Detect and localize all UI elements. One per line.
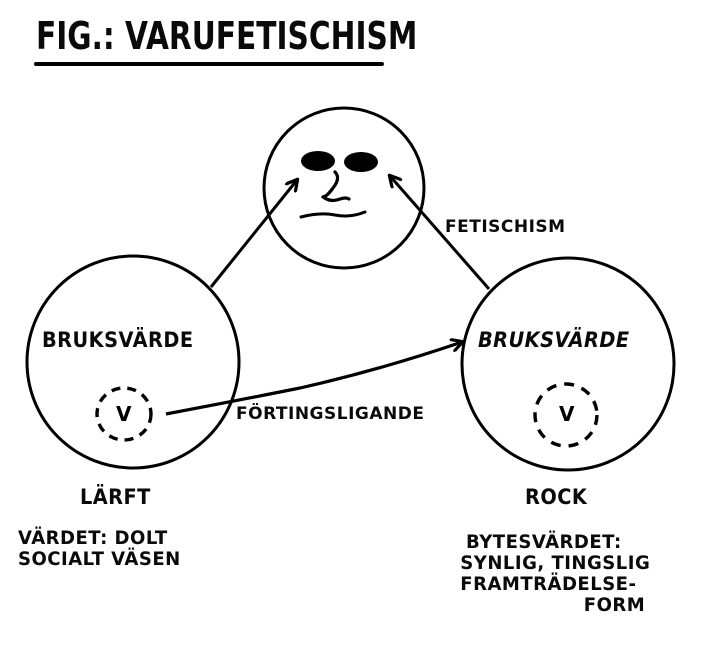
left-note-line: VÄRDET: DOLT (18, 527, 168, 549)
right-value-label: V (559, 402, 575, 426)
fortingsligande-label: FÖRTINGSLIGANDE (236, 404, 425, 424)
left-caption: LÄRFT (80, 485, 151, 509)
right-caption: ROCK (525, 485, 588, 509)
fetischism-label: FETISCHISM (445, 217, 566, 237)
left-value-label: V (116, 402, 132, 426)
left-node-label: BRUKSVÄRDE (42, 328, 194, 352)
right-note-line: SYNLIG, TINGSLIG (460, 552, 651, 574)
right-note-line: BYTESVÄRDET: (466, 531, 622, 553)
right-note: BYTESVÄRDET: SYNLIG, TINGSLIG FRAMTRÄDEL… (460, 531, 650, 616)
left-node (25, 254, 241, 470)
right-node (460, 256, 676, 472)
right-eye (344, 152, 378, 172)
right-circle (460, 256, 676, 472)
title-underline (34, 62, 384, 66)
figure-title: FIG.: VARUFETISCHISM (36, 14, 418, 58)
face-node (262, 106, 426, 270)
face-circle (262, 106, 426, 270)
left-value-circle (95, 386, 153, 442)
right-note-line: FORM (583, 594, 646, 616)
edge-right-to-face (390, 176, 491, 290)
right-node-label: BRUKSVÄRDE (478, 328, 630, 352)
mouth (299, 210, 367, 219)
left-eye (301, 151, 335, 171)
right-value-circle (533, 382, 599, 448)
left-note-line: SOCIALT VÄSEN (18, 548, 181, 570)
edge-left-v-to-right (165, 342, 462, 416)
left-note: VÄRDET: DOLT SOCIALT VÄSEN (18, 528, 181, 570)
face-icon (299, 151, 378, 219)
right-note-line: FRAMTRÄDELSE- (460, 573, 637, 595)
left-circle (25, 254, 241, 470)
nose (320, 170, 351, 203)
edge-left-to-face (209, 180, 297, 288)
